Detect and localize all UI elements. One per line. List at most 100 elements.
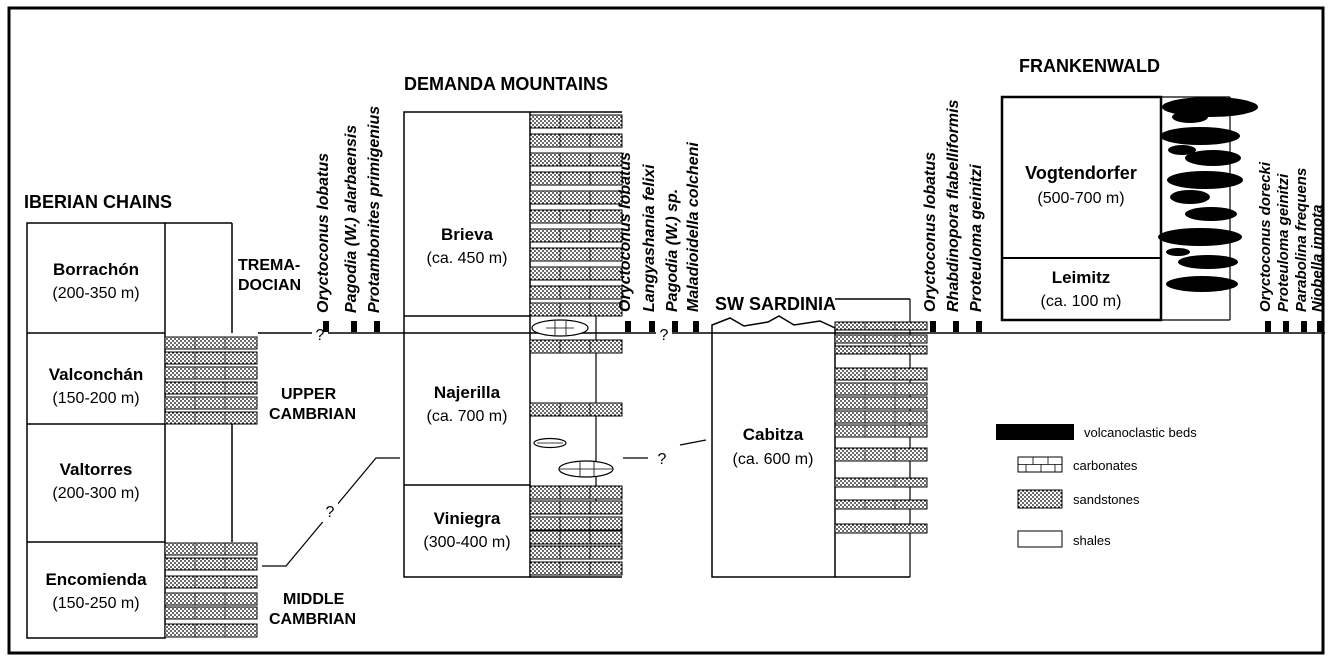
legend-swatch-carbonates [1017,456,1063,473]
sardinia-unit-box [711,315,836,578]
sandstone-bed [834,382,928,396]
unit-name-valtorres: Valtorres [60,460,133,479]
sandstone-bed [834,367,928,381]
unit-thickness-encomienda: (150-250 m) [52,595,139,612]
fossil-name-frankenwald: Parabolina frequens [1293,168,1310,312]
sandstone-bed [834,523,928,534]
sandstone-bed [164,623,258,638]
fossil-occurrence-marker [649,321,655,332]
region-title-iberian: IBERIAN CHAINS [24,192,172,212]
iberian-unit-box [26,222,166,639]
carbonate-lens [533,437,567,449]
period-middle-line2: CAMBRIAN [269,611,356,628]
period-tremadocian-line2: DOCIAN [238,277,301,294]
region-title-demanda: DEMANDA MOUNTAINS [404,74,608,94]
legend-label-carbonates: carbonates [1073,458,1138,473]
sardinia-labels: Cabitza (ca. 600 m) [733,425,814,468]
unit-thickness-cabitza: (ca. 600 m) [733,451,814,468]
sandstone-bed [164,366,258,380]
legend-swatch-volcanoclastic [996,424,1074,440]
fossil-name-frankenwald: Niobella innota [1309,204,1326,312]
sandstone-bed [529,285,623,300]
question-mark: ? [660,327,669,344]
region-title-sardinia: SW SARDINIA [715,294,836,314]
sandstone-bed [529,530,623,545]
sandstone-bed [529,133,623,148]
sandstone-bed [529,228,623,243]
frankenwald-unit-box [1000,95,1163,322]
fossil-occurrence-marker [693,321,699,332]
demanda-unit-box [403,111,531,578]
legend: volcanoclastic beds carbonates sandstone… [996,424,1197,548]
period-middle-line1: MIDDLE [283,591,345,608]
fossil-occurrence-marker [351,321,357,332]
fossil-name-iberian: Pagodia (W.) alarbaensis [343,125,360,313]
legend-swatch-sandstones [1017,489,1063,509]
frankenwald-volcanoclastic-beds [1158,97,1258,292]
unit-name-brieva: Brieva [441,225,494,244]
fossil-name-demanda: Maladioidella colcheni [685,142,702,312]
period-labels: TREMA- DOCIAN UPPER CAMBRIAN MIDDLE CAMB… [238,257,356,628]
fossil-occurrence-marker [1317,321,1323,332]
unit-name-cabitza: Cabitza [743,425,804,444]
unit-thickness-valconchan: (150-200 m) [52,390,139,407]
unit-name-valconchan: Valconchán [49,365,143,384]
sardinia-sandstone-beds [834,321,928,534]
demanda-column [403,111,623,578]
region-title-frankenwald: FRANKENWALD [1019,56,1160,76]
legend-swatch-shales [1017,530,1063,548]
fossil-occurrences: Oryctoconus lobatus Pagodia (W.) alarbaen… [315,99,1326,332]
fossil-name-demanda: Pagodia (W.) sp. [664,189,681,312]
fossil-occurrence-marker [976,321,982,332]
carbonate-lens [558,460,614,478]
sandstone-bed [529,190,623,205]
correlation-line-sardinia [679,439,707,446]
fossil-name-demanda: Langyashania felixi [641,164,658,312]
sandstone-bed [529,402,623,417]
sandstone-bed [529,114,623,129]
sandstone-bed [529,339,623,354]
sandstone-bed [164,542,258,556]
legend-label-sandstones: sandstones [1073,492,1140,507]
sandstone-bed [529,209,623,224]
sardinia-column [711,298,928,578]
sandstone-bed [529,561,623,576]
sandstone-bed [529,485,623,500]
fossil-name-sardinia: Rhabdinopora flabelliformis [945,99,962,312]
sandstone-bed [164,336,258,350]
sandstone-bed [164,411,258,425]
legend-label-shales: shales [1073,533,1111,548]
correlation-lines: ? ? ? ? [262,322,707,567]
fossil-occurrence-marker [1283,321,1289,332]
demanda-carbonate-lenses [531,319,614,478]
sandstone-bed [529,545,623,560]
period-upper-line1: UPPER [281,386,337,403]
fossil-name-iberian: Protambonites primigenius [366,106,383,313]
sandstone-bed [834,321,928,331]
sandstone-bed [834,334,928,344]
unit-name-viniegra: Viniegra [434,509,501,528]
sandstone-bed [834,499,928,510]
iberian-sandstone-beds [164,336,258,638]
question-mark: ? [326,504,335,521]
frankenwald-column [1000,95,1258,322]
sandstone-bed [834,477,928,488]
unit-thickness-valtorres: (200-300 m) [52,485,139,502]
fossil-occurrence-marker [323,321,329,332]
sandstone-bed [834,410,928,424]
unit-thickness-viniegra: (300-400 m) [423,534,510,551]
fossil-name-iberian: Oryctoconus lobatus [315,153,332,313]
sandstone-bed [529,266,623,281]
demanda-labels: Brieva (ca. 450 m) Najerilla (ca. 700 m)… [423,225,510,551]
sandstone-bed [164,606,258,620]
sandstone-bed [834,424,928,438]
sandstone-bed [164,396,258,410]
fossil-occurrence-marker [1301,321,1307,332]
legend-label-volcanoclastic: volcanoclastic beds [1084,425,1197,440]
sandstone-bed [529,171,623,186]
sandstone-bed [834,345,928,355]
unit-thickness-vogtendorfer: (500-700 m) [1037,190,1124,207]
carbonate-lens [531,319,589,337]
